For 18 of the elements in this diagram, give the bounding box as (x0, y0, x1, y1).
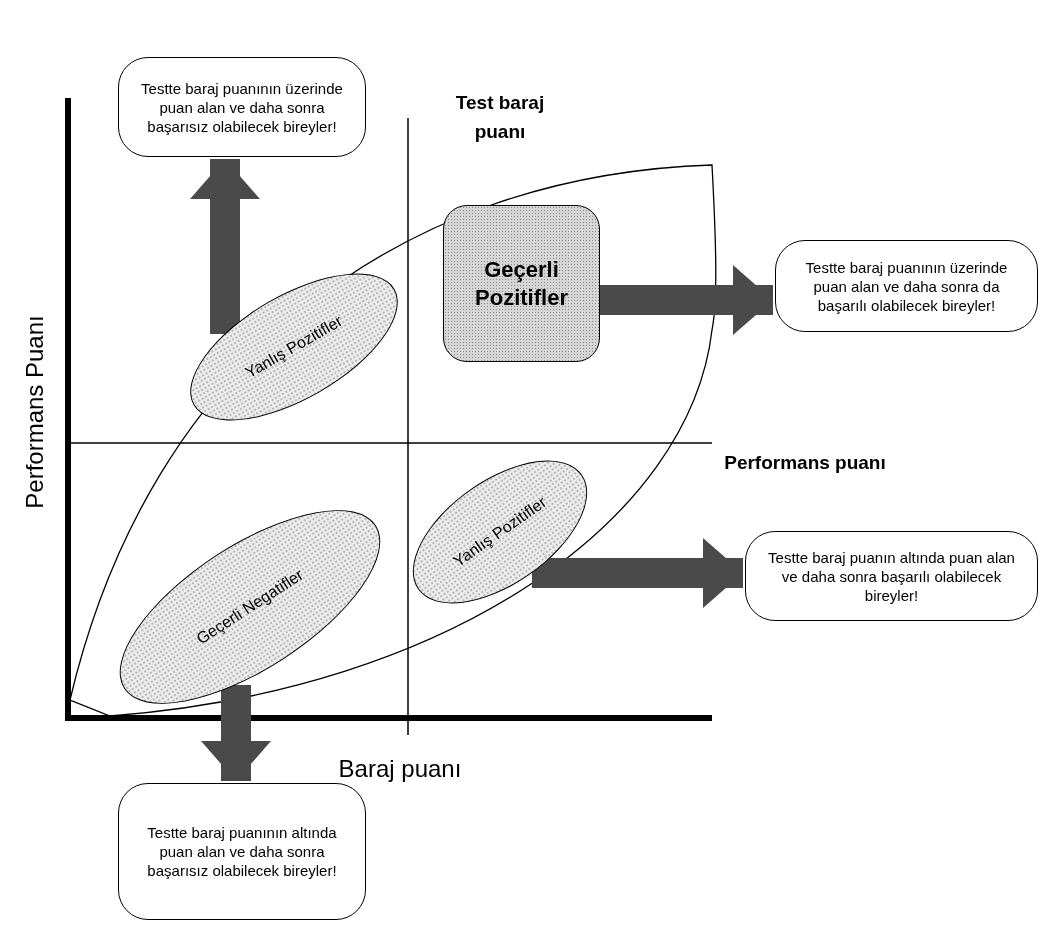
callout-text: Testte baraj puanının üzerinde puan alan ve daha sonra başarısız olabilecek bireyler! (140, 78, 344, 136)
callout-text: Testte baraj puanının altında puan alan ve daha sonra başarısız olabilecek bireyler! (146, 823, 338, 880)
axis-annotation: Test baraj puanı (454, 91, 546, 144)
callout-text: Testte baraj puanının üzerinde puan alan ve daha sonra da başarılı olabilecek bireyler! (804, 257, 1009, 315)
region-label: Geçerli Pozitifler (474, 255, 569, 312)
callout-box (118, 57, 366, 157)
callout-text: Testte baraj puanın altında puan alan ve daha sonra başarılı olabilecek bireyler! (767, 547, 1016, 605)
callout-box (118, 783, 366, 920)
block-arrow (600, 265, 773, 335)
axis-annotation: Performans puanı (723, 451, 887, 475)
block-arrow (201, 685, 271, 781)
axis-title: Baraj puanı (337, 754, 463, 784)
callout-box (745, 531, 1038, 621)
block-arrow (190, 159, 260, 334)
callout-box (775, 240, 1038, 332)
block-arrow (532, 538, 743, 608)
axis-title: Performans Puanı (20, 314, 49, 511)
rounded-box (443, 205, 600, 362)
